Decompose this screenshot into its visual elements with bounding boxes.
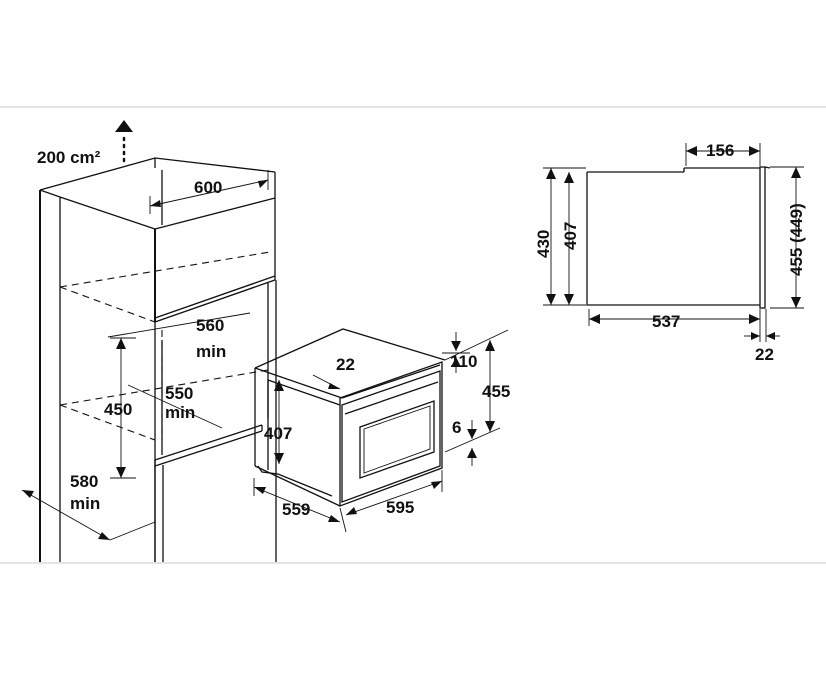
appliance-width-value: 595 (386, 498, 414, 517)
dim-appliance-body-height: 407 (264, 380, 292, 464)
dim-appliance-bottom-gap: 6 (452, 418, 477, 466)
dim-appliance-depth: 559 (253, 478, 341, 523)
dim-appliance-top-offset: 22 (312, 355, 355, 390)
dim-appliance-width: 595 (339, 470, 443, 533)
dim-niche-inner-width: 550 min (127, 384, 223, 429)
dim-niche-outer-depth: 580 min (21, 472, 156, 541)
niche-depth-value: 560 (196, 316, 224, 335)
appliance-body-height-value: 407 (264, 424, 292, 443)
niche-height-value: 450 (104, 400, 132, 419)
appliance-bottom-gap-value: 6 (452, 418, 461, 437)
dim-niche-height: 450 (104, 337, 136, 479)
appliance-top-offset-value: 22 (336, 355, 355, 374)
niche-inner-width-unit: min (165, 403, 195, 422)
vent-marker: 200 cm² (37, 120, 133, 167)
vent-arrow-icon (115, 120, 133, 132)
dim-side-height-inner: 407 (561, 172, 580, 305)
appliance-top-gap-value: 110 (450, 352, 477, 371)
niche-width-top-value: 600 (194, 178, 222, 197)
dim-side-front-thickness: 22 (744, 309, 780, 364)
niche-outer-depth-unit: min (70, 494, 100, 513)
dim-niche-depth: 560 min (107, 312, 251, 361)
appliance-total-height-value: 455 (482, 382, 510, 401)
dim-side-depth: 537 (588, 309, 761, 342)
dim-side-top-step: 156 (685, 141, 761, 166)
side-depth-value: 537 (652, 312, 680, 331)
dim-side-front-height: 455 (449) (770, 166, 806, 309)
cabinet-niche (39, 157, 277, 562)
side-height-inner-value: 407 (561, 222, 580, 250)
dim-appliance-top-gap: 110 (442, 332, 477, 373)
niche-depth-unit: min (196, 342, 226, 361)
niche-outer-depth-value: 580 (70, 472, 98, 491)
dim-side-height-outer: 430 (534, 167, 586, 306)
niche-inner-width-value: 550 (165, 384, 193, 403)
dim-niche-width-top: 600 (149, 170, 269, 214)
side-height-outer-value: 430 (534, 230, 553, 258)
appliance-body (254, 328, 446, 507)
side-front-thickness-value: 22 (755, 345, 774, 364)
side-front-height-value: 455 (449) (787, 203, 806, 276)
side-top-step-value: 156 (706, 141, 734, 160)
vent-area-label: 200 cm² (37, 148, 101, 167)
dim-appliance-total-height: 455 (444, 329, 510, 453)
appliance-depth-value: 559 (282, 500, 310, 519)
side-view (586, 166, 771, 309)
